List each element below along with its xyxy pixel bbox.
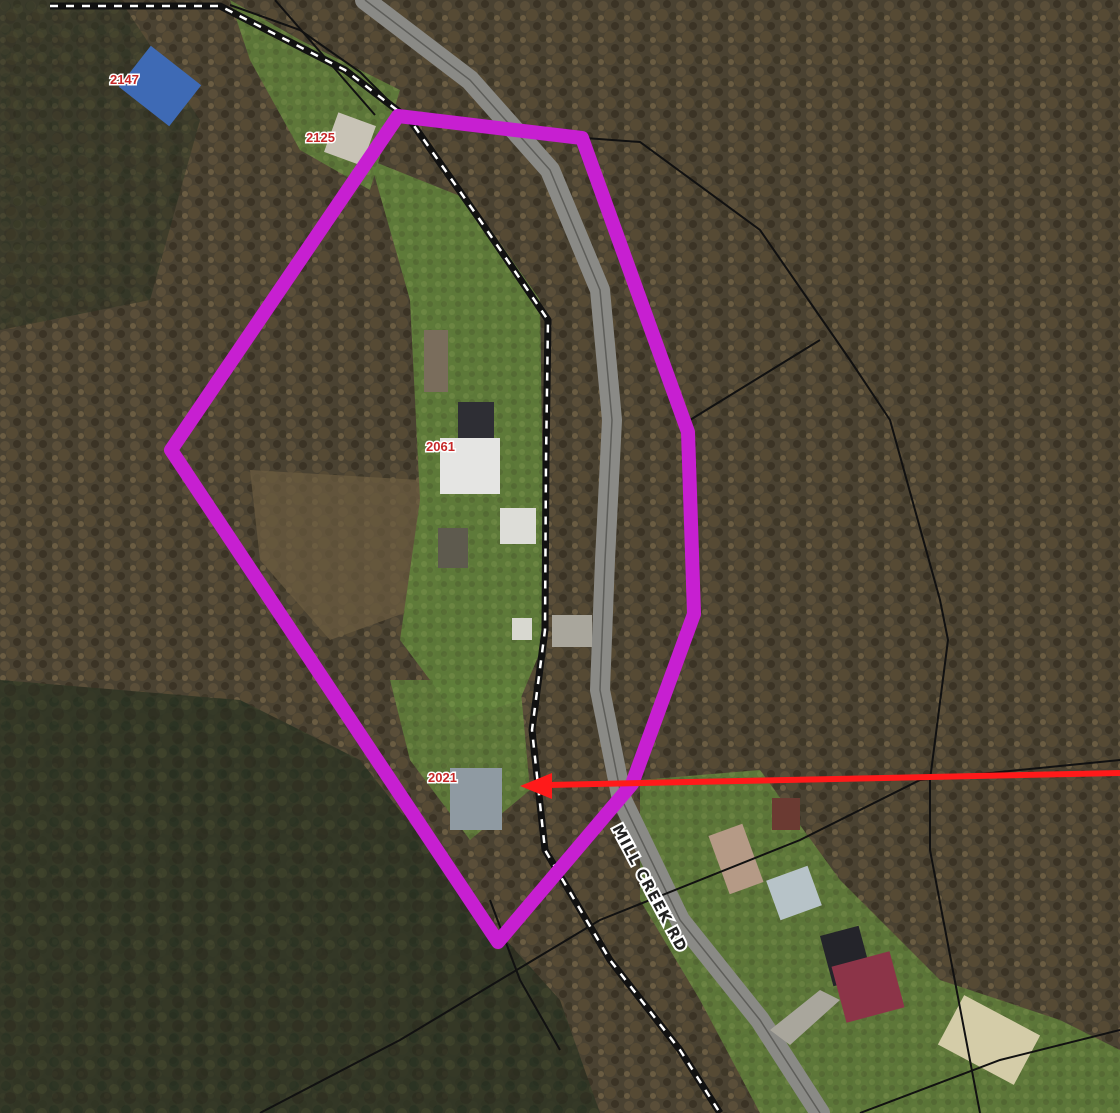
pointer-arrow: [520, 770, 1120, 799]
address-label-2021: 2021: [428, 770, 457, 785]
address-label-2125: 2125: [306, 130, 335, 145]
building-southeast-4: [937, 995, 1041, 1085]
road-edge-line: [364, 0, 821, 1113]
building-2147: [118, 45, 202, 127]
building-2061: [440, 438, 500, 494]
building-shed-small: [512, 618, 532, 640]
building-2125: [324, 112, 376, 166]
building-2061-roof-dark: [458, 402, 494, 438]
building-outbuilding: [500, 508, 536, 544]
building-southeast-3: [819, 925, 905, 1023]
building-southeast-2: [766, 865, 822, 921]
building-southeast-1: [708, 823, 764, 895]
driveway-southeast: [770, 990, 840, 1045]
dashed-right-of-way: [50, 2, 723, 1113]
brown-clearing: [250, 470, 440, 640]
address-label-2147: 2147: [110, 72, 139, 87]
address-label-2061: 2061: [426, 439, 455, 454]
driveway-pad: [552, 615, 592, 647]
building-southeast-shed: [772, 798, 800, 830]
building-shed-north: [424, 330, 448, 392]
dark-woods-southwest: [0, 680, 600, 1113]
building-2021: [450, 768, 502, 830]
highlighted-parcel-outline[interactable]: [164, 109, 701, 949]
building-carport: [438, 528, 468, 568]
